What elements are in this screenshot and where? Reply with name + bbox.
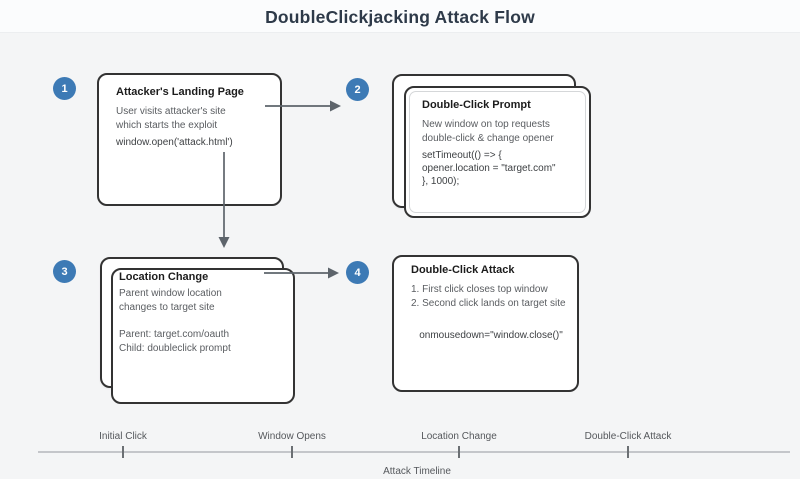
card-body-line: 2. Second click lands on target site xyxy=(411,297,566,309)
step-4-card: Double-Click Attack 1. First click close… xyxy=(392,255,579,392)
card-body-line: changes to target site xyxy=(119,301,215,313)
timeline-ticks xyxy=(122,446,629,458)
card-code-line: opener.location = "target.com" xyxy=(422,163,556,174)
step-2-window-front: Double-Click Prompt New window on top re… xyxy=(404,86,591,218)
timeline-milestone-label: Window Opens xyxy=(258,431,326,442)
page-title: DoubleClickjacking Attack Flow xyxy=(265,7,535,27)
card-body-line: double-click & change opener xyxy=(422,132,554,144)
card-code-line: setTimeout(() => { xyxy=(422,150,502,161)
timeline-milestone-label: Location Change xyxy=(421,431,497,442)
timeline-caption: Attack Timeline xyxy=(383,466,451,477)
card-body-line: Child: doubleclick prompt xyxy=(119,342,231,354)
card-code-line: }, 1000); xyxy=(422,176,460,187)
step-2-inner-pane: Double-Click Prompt New window on top re… xyxy=(409,91,586,213)
card-code-line: window.open('attack.html') xyxy=(116,137,233,148)
card-title: Location Change xyxy=(119,271,209,283)
step-4-badge: 4 xyxy=(346,261,369,284)
card-body-line: 1. First click closes top window xyxy=(411,284,548,295)
title-band xyxy=(0,0,800,33)
step-1-card: Attacker's Landing Page User visits atta… xyxy=(97,73,282,206)
card-body-line: Parent window location xyxy=(119,288,222,299)
timeline-milestone-label: Initial Click xyxy=(99,431,147,442)
card-title: Attacker's Landing Page xyxy=(116,86,244,98)
step-2-badge: 2 xyxy=(346,78,369,101)
card-title: Double-Click Attack xyxy=(411,264,515,276)
card-body-line: New window on top requests xyxy=(422,119,550,130)
card-body-line: which starts the exploit xyxy=(116,119,218,131)
step-1-badge: 1 xyxy=(53,77,76,100)
card-body-line: Parent: target.com/oauth xyxy=(119,329,230,340)
card-body-line: User visits attacker's site xyxy=(116,106,226,117)
step-3-badge: 3 xyxy=(53,260,76,283)
card-title: Double-Click Prompt xyxy=(422,99,531,111)
card-code-line: onmousedown="window.close()" xyxy=(419,330,563,341)
timeline-milestone-label: Double-Click Attack xyxy=(584,431,672,442)
step-3-window-front: Location Change Parent window location c… xyxy=(111,268,295,404)
